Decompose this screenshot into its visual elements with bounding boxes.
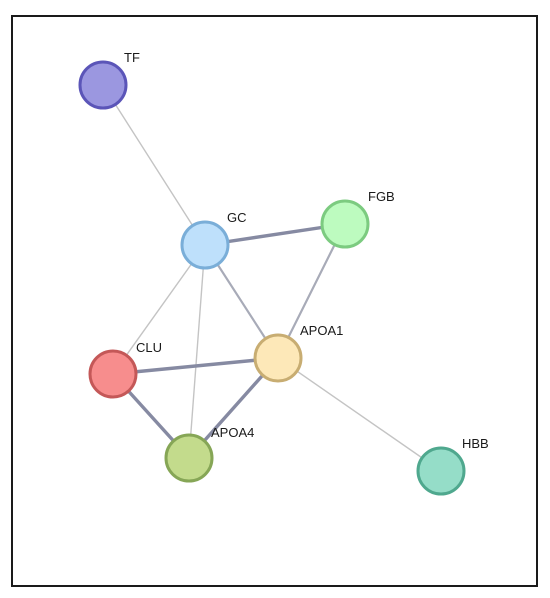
edge-tf-gc: [102, 84, 206, 246]
node-hbb[interactable]: [416, 446, 466, 496]
edge-gc-clu: [112, 244, 206, 375]
node-fgb[interactable]: [320, 199, 370, 249]
node-gc[interactable]: [180, 220, 230, 270]
node-clu[interactable]: [88, 349, 138, 399]
edge-apoa1-hbb: [277, 357, 442, 472]
edge-clu-apoa1: [111, 356, 280, 376]
edge-gc-apoa4: [188, 244, 206, 459]
edge-fgb-apoa1: [276, 222, 347, 360]
node-label-clu: CLU: [136, 340, 162, 355]
node-label-fgb: FGB: [368, 189, 395, 204]
node-label-hbb: HBB: [462, 436, 489, 451]
node-label-apoa1: APOA1: [300, 323, 343, 338]
node-tf[interactable]: [78, 60, 128, 110]
edges-layer: [102, 84, 442, 472]
node-apoa1[interactable]: [253, 333, 303, 383]
node-label-tf: TF: [124, 50, 140, 65]
node-apoa4[interactable]: [164, 433, 214, 483]
node-label-gc: GC: [227, 210, 247, 225]
node-label-apoa4: APOA4: [211, 425, 254, 440]
nodes-layer: [78, 60, 466, 496]
